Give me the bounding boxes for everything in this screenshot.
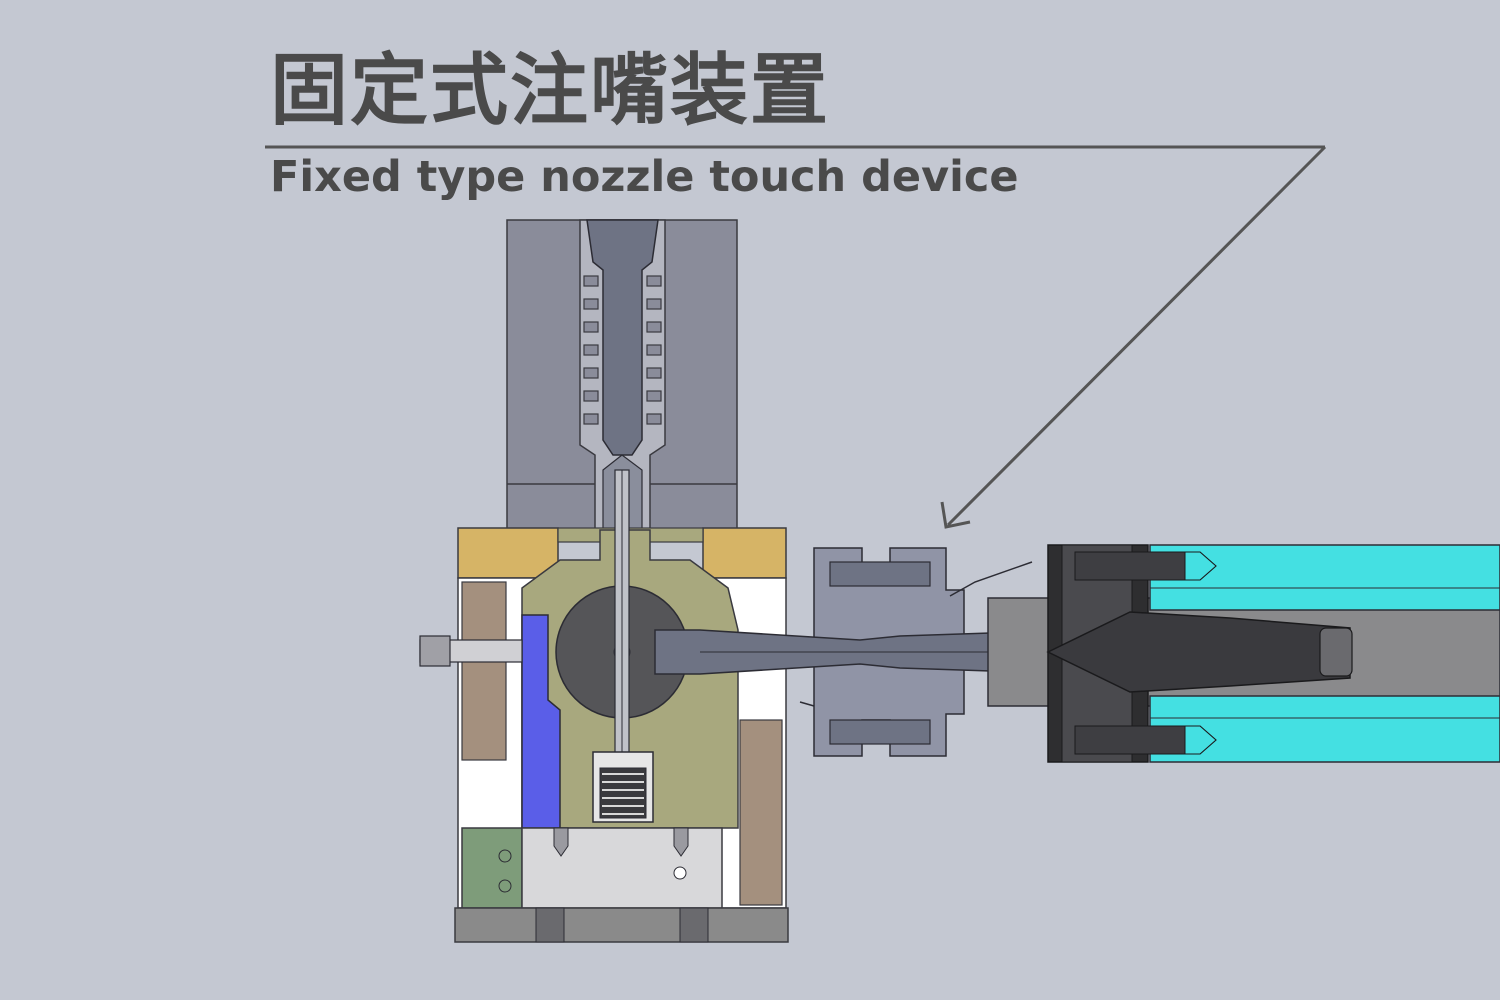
heater-band-bottom	[1149, 695, 1500, 763]
mold-plate	[506, 219, 738, 531]
barrel-heater	[987, 544, 1500, 763]
injection-nozzle	[654, 547, 1049, 757]
title-english: Fixed type nozzle touch device	[270, 152, 1019, 202]
callout-pointer	[265, 145, 1327, 529]
base-assembly	[454, 827, 789, 943]
spring-assembly	[592, 751, 654, 823]
title-chinese: 固定式注嘴装置	[270, 46, 831, 136]
arrow-pointer-icon	[940, 501, 971, 529]
